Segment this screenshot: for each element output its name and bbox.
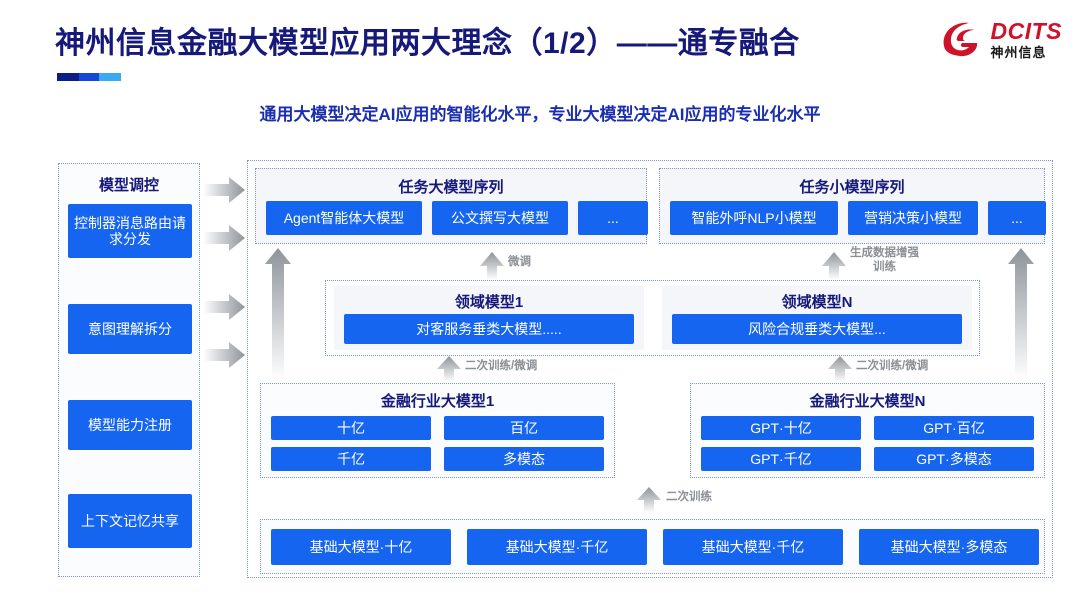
industry-n-item-2[interactable]: GPT·千亿 (701, 447, 861, 471)
industry-1-item-2[interactable]: 千亿 (271, 447, 431, 471)
dcits-swirl-icon (943, 22, 977, 57)
flow-arrow-up-retrain-left (437, 356, 461, 382)
foundation-item-2[interactable]: 基础大模型·千亿 (663, 529, 843, 565)
industry-n-item-1[interactable]: GPT·百亿 (874, 416, 1034, 440)
industry-1-item-3[interactable]: 多模态 (444, 447, 604, 471)
industry-panel-1-title: 金融行业大模型1 (380, 393, 495, 410)
task-panel-small-title: 任务小模型序列 (799, 179, 905, 196)
control-item-0[interactable]: 控制器消息路由请求分发 (68, 204, 192, 258)
task-small-item-2[interactable]: ... (988, 201, 1046, 235)
accent-segment-1 (57, 73, 79, 81)
control-item-1[interactable]: 意图理解拆分 (68, 304, 192, 354)
flow-arrow-right-4 (203, 342, 245, 368)
foundation-item-0[interactable]: 基础大模型·十亿 (271, 529, 451, 565)
industry-panel-n: 金融行业大模型N GPT·十亿 GPT·百亿 GPT·千亿 GPT·多模态 (690, 383, 1045, 478)
task-small-item-1[interactable]: 营销决策小模型 (848, 201, 978, 235)
arrow-label-data-augment-line2: 训练 (873, 260, 896, 273)
arrow-label-data-augment-line1: 生成数据增强 (850, 247, 919, 259)
arrow-label-retrain-base: 二次训练 (666, 491, 712, 503)
industry-1-item-1[interactable]: 百亿 (444, 416, 604, 440)
arrow-label-finetune: 微调 (508, 256, 531, 268)
arrow-label-retrain-left: 二次训练/微调 (465, 360, 538, 372)
industry-1-item-0[interactable]: 十亿 (271, 416, 431, 440)
logo-text-en: DCITS (990, 17, 1062, 44)
accent-segment-2 (79, 73, 99, 81)
domain-panel-1-item[interactable]: 对客服务垂类大模型..... (344, 314, 634, 344)
title-accent-bar (57, 73, 121, 81)
arrow-label-data-augment: 生成数据增强 训练 (850, 247, 919, 275)
flow-arrow-up-finetune (480, 252, 504, 280)
control-panel-title: 模型调控 (98, 177, 159, 194)
task-small-item-0[interactable]: 智能外呼NLP小模型 (670, 201, 838, 235)
architecture-outer-region (247, 160, 1053, 578)
domain-panel-n-item[interactable]: 风险合规垂类大模型... (672, 314, 962, 344)
flow-arrow-up-retrain-right (828, 356, 852, 382)
task-panel-large-title: 任务大模型序列 (398, 179, 504, 196)
page-subtitle: 通用大模型决定AI应用的智能化水平，专业大模型决定AI应用的专业化水平 (259, 105, 821, 124)
domain-panel-n: 领域模型N 风险合规垂类大模型... (662, 286, 972, 350)
arrow-label-retrain-right: 二次训练/微调 (856, 360, 929, 372)
flow-arrow-right-1 (203, 177, 245, 203)
flow-arrow-right-2 (203, 225, 245, 251)
control-item-2[interactable]: 模型能力注册 (68, 400, 192, 450)
industry-n-item-0[interactable]: GPT·十亿 (701, 416, 861, 440)
foundation-panel: 基础大模型·十亿 基础大模型·千亿 基础大模型·千亿 基础大模型·多模态 (260, 519, 1045, 574)
industry-panel-n-title: 金融行业大模型N (809, 393, 926, 410)
foundation-item-3[interactable]: 基础大模型·多模态 (859, 529, 1039, 565)
flow-arrow-up-retrain-base (637, 487, 661, 513)
task-large-item-2[interactable]: ... (578, 201, 648, 235)
task-panel-large: 任务大模型序列 Agent智能体大模型 公文撰写大模型 ... (255, 168, 648, 244)
control-panel: 模型调控 控制器消息路由请求分发 意图理解拆分 模型能力注册 上下文记忆共享 (58, 163, 200, 577)
foundation-item-1[interactable]: 基础大模型·千亿 (467, 529, 647, 565)
company-logo: DCITS 神州信息 (939, 18, 1063, 60)
flow-arrow-up-tall-right (1008, 248, 1034, 380)
task-large-item-0[interactable]: Agent智能体大模型 (266, 201, 422, 235)
domain-panel-1-title: 领域模型1 (454, 294, 524, 311)
flow-arrow-right-3 (203, 294, 245, 320)
industry-n-item-3[interactable]: GPT·多模态 (874, 447, 1034, 471)
logo-text-cn: 神州信息 (990, 44, 1047, 60)
domain-panel-1: 领域模型1 对客服务垂类大模型..... (334, 286, 644, 350)
control-item-3[interactable]: 上下文记忆共享 (68, 494, 192, 548)
task-panel-small: 任务小模型序列 智能外呼NLP小模型 营销决策小模型 ... (659, 168, 1046, 244)
flow-arrow-up-data-augment (822, 252, 846, 280)
accent-segment-3 (99, 73, 121, 81)
domain-panel-n-title: 领域模型N (781, 294, 853, 311)
flow-arrow-up-tall-left (265, 248, 291, 380)
industry-panel-1: 金融行业大模型1 十亿 百亿 千亿 多模态 (260, 383, 615, 478)
task-large-item-1[interactable]: 公文撰写大模型 (432, 201, 568, 235)
page-title: 神州信息金融大模型应用两大理念（1/2）——通专融合 (55, 27, 800, 60)
domain-models-region (325, 280, 980, 356)
